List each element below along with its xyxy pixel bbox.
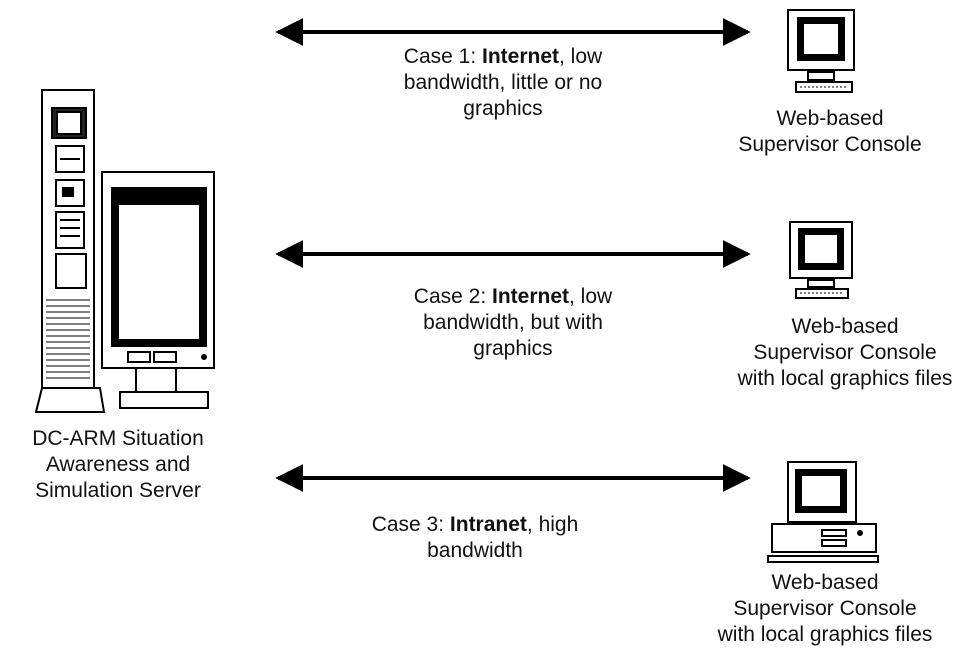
- server-label-line: Simulation Server: [35, 479, 201, 502]
- case-3-label: Case 3: Intranet, high bandwidth: [330, 512, 620, 564]
- case-2-network: Internet: [492, 285, 570, 308]
- server-label-line: DC-ARM Situation: [32, 427, 204, 450]
- console-label-line: Supervisor Console: [753, 341, 937, 364]
- case-3-suffix: , high: [526, 513, 579, 536]
- case-2-line: graphics: [473, 337, 553, 360]
- case-3-line: bandwidth: [427, 539, 523, 562]
- case-1-line: graphics: [463, 97, 543, 120]
- case-2-label: Case 2: Internet, low bandwidth, but wit…: [368, 284, 658, 362]
- case-1-network: Internet: [482, 45, 560, 68]
- console-label-line: Supervisor Console: [738, 133, 922, 156]
- console-3-label: Web-based Supervisor Console with local …: [700, 570, 950, 648]
- console-label-line: Supervisor Console: [733, 597, 917, 620]
- case-3-network: Intranet: [449, 513, 527, 536]
- monitor-icon: [789, 221, 853, 299]
- case-3-line: Case 3: Intranet, high: [330, 512, 620, 538]
- case-1-line: bandwidth, little or no: [403, 71, 603, 94]
- case-2-suffix: , low: [569, 285, 613, 308]
- console-2-label: Web-based Supervisor Console with local …: [720, 314, 970, 392]
- console-label-line: Web-based: [791, 315, 899, 338]
- server-label-line: Awareness and: [45, 453, 191, 476]
- server-icon: [34, 89, 215, 413]
- case-1-suffix: , low: [559, 45, 603, 68]
- case-2-line: bandwidth, but with: [423, 311, 603, 334]
- desktop-computer-icon: [767, 461, 879, 563]
- case-1-line: Case 1: Internet, low: [358, 44, 648, 70]
- case-2-line: Case 2: Internet, low: [368, 284, 658, 310]
- case-3-prefix: Case 3:: [371, 513, 450, 536]
- case-1-prefix: Case 1:: [403, 45, 482, 68]
- console-1-label: Web-based Supervisor Console: [710, 106, 950, 158]
- console-label-line: with local graphics files: [737, 367, 953, 390]
- console-label-line: Web-based: [771, 571, 879, 594]
- console-label-line: Web-based: [776, 107, 884, 130]
- case-1-label: Case 1: Internet, low bandwidth, little …: [358, 44, 648, 122]
- server-label: DC-ARM Situation Awareness and Simulatio…: [0, 426, 236, 504]
- monitor-icon: [787, 9, 855, 93]
- case-2-prefix: Case 2:: [413, 285, 492, 308]
- console-label-line: with local graphics files: [717, 623, 933, 646]
